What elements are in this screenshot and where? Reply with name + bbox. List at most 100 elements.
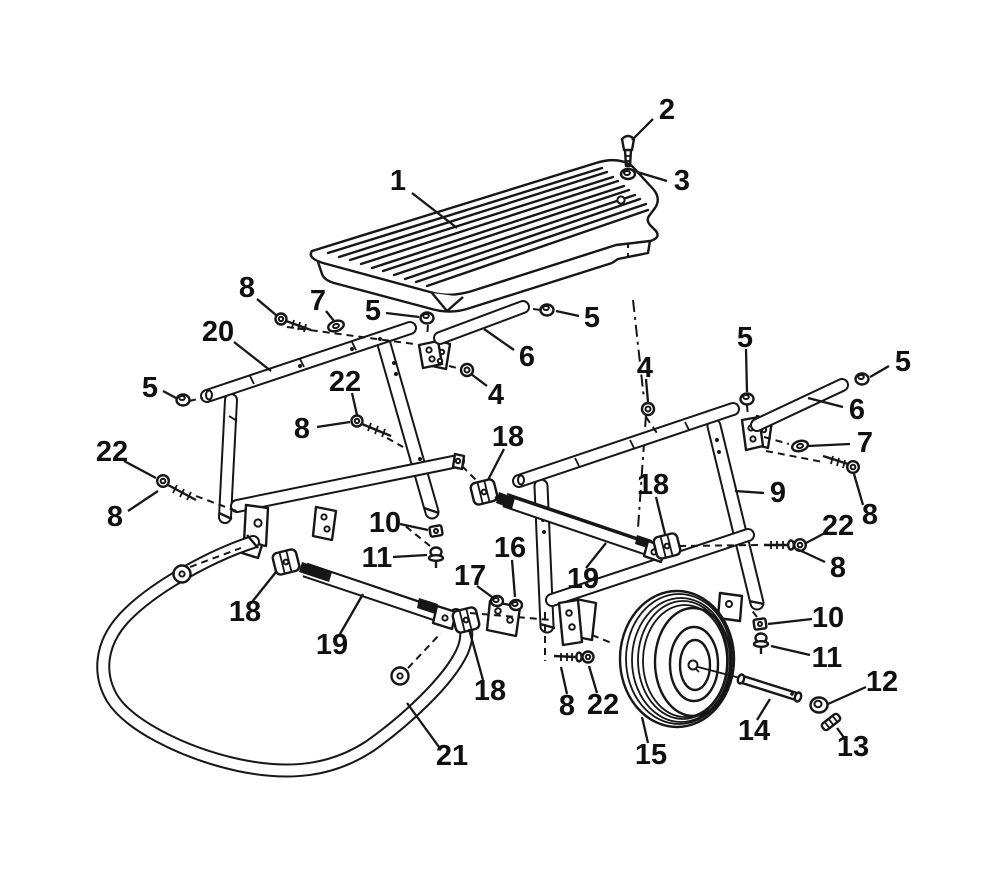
part-callout-18: 18: [637, 469, 669, 501]
leader-line-part-18: [486, 448, 506, 481]
flange-nut-16: [508, 598, 524, 612]
cap-nut-5-d: [739, 392, 755, 406]
part-callout-13: 13: [837, 731, 869, 763]
leader-line-part-5: [744, 348, 749, 393]
crossbar-19-left: [299, 562, 458, 631]
flange-nut-3: [619, 167, 637, 181]
part-callout-14: 14: [738, 715, 770, 747]
leader-line-part-19: [585, 542, 607, 569]
screw-11-left: [427, 546, 445, 568]
leader-line-part-5: [162, 389, 177, 400]
leader-line-part-17: [476, 585, 493, 598]
part-callout-5: 5: [584, 302, 600, 334]
wheel-bracket: [557, 597, 598, 647]
part-callout-18: 18: [229, 596, 261, 628]
push-nut-7-right: [790, 439, 810, 453]
assembly-dashed-lines: [188, 308, 824, 669]
handle-loop-21: [96, 534, 474, 778]
part-callout-11: 11: [812, 642, 843, 674]
bolt-22-far-left: [155, 474, 197, 502]
leader-line-part-8: [559, 666, 569, 695]
part-callout-9: 9: [770, 477, 786, 509]
rail-end-opening: [205, 389, 213, 401]
leader-line-part-8: [316, 420, 351, 429]
latch-plate: [311, 505, 338, 542]
tray-part-1: [309, 158, 659, 313]
crossbar-19-right: [496, 492, 667, 564]
leader-line-part-22: [587, 665, 599, 694]
leader-line-part-5: [869, 365, 890, 378]
leader-line-part-8: [852, 473, 865, 506]
hex-nut-4-right: [640, 401, 656, 417]
leader-line-part-7: [325, 310, 335, 322]
leader-line-part-16: [510, 559, 517, 598]
leader-line-part-3: [636, 170, 668, 183]
cotter-pin-13: [820, 712, 842, 732]
right-foot-bracket: [716, 591, 744, 623]
tray-mount-hole: [616, 195, 626, 205]
leader-line-part-4: [644, 378, 650, 403]
screw-8-right: [822, 454, 861, 475]
part-callout-3: 3: [674, 165, 690, 197]
mount-screw-2: [620, 134, 636, 168]
part-callout-6: 6: [849, 394, 865, 426]
part-callout-2: 2: [659, 94, 675, 126]
cap-nut-5-a: [419, 311, 435, 325]
left-frame-assembly-20: [200, 321, 466, 560]
leader-line-part-8: [796, 547, 826, 564]
leader-line-part-12: [827, 685, 867, 706]
leader-line-part-14: [756, 698, 771, 721]
leader-line-part-15: [640, 716, 650, 744]
push-nut-7-left: [327, 319, 345, 333]
isolator-block-18-c: [271, 548, 301, 576]
leader-line-part-8: [256, 298, 277, 316]
part-callout-22: 22: [587, 689, 619, 721]
leader-line-part-7: [807, 442, 851, 448]
part-callout-19: 19: [567, 563, 599, 595]
leader-line-part-11: [392, 553, 428, 559]
part-callout-20: 20: [202, 316, 234, 348]
leader-line-part-4: [470, 373, 488, 387]
cap-nut-5-b: [539, 303, 555, 317]
square-nut-10-left: [428, 524, 444, 538]
screw-8-upper-left: [274, 312, 312, 333]
part-callout-8: 8: [830, 552, 846, 584]
screw-11-right: [752, 632, 770, 654]
part-callout-5: 5: [895, 346, 911, 378]
leader-line-part-21: [406, 702, 440, 748]
square-nut-10-right: [752, 617, 768, 631]
part-callout-18: 18: [492, 421, 524, 453]
loop-tab-rear: [390, 666, 410, 686]
part-callout-22: 22: [822, 510, 854, 542]
part-callout-16: 16: [494, 532, 526, 564]
part-callout-8: 8: [862, 499, 878, 531]
bolt-22-left-frame: [350, 414, 392, 438]
leader-line-part-5: [385, 311, 420, 319]
bolt-8-bottom-center: [553, 650, 595, 664]
handle-tube-6-left: [433, 300, 530, 345]
leader-line-part-22: [123, 459, 157, 480]
isolator-block-18-a: [469, 478, 499, 506]
hex-nut-4-left: [459, 362, 475, 378]
part-callout-17: 17: [454, 560, 486, 592]
cap-nut-5-c: [175, 393, 191, 407]
leader-line-part-9: [734, 489, 765, 495]
part-callout-19: 19: [316, 629, 348, 661]
part-callout-5: 5: [365, 295, 381, 327]
leader-line-part-13: [836, 727, 846, 740]
loop-tab-front: [172, 564, 192, 584]
part-callout-5: 5: [737, 322, 753, 354]
axle-14: [697, 666, 803, 703]
part-callout-8: 8: [559, 690, 575, 722]
isolator-block-18-b: [652, 532, 682, 560]
handle-tube-6-right: [750, 378, 849, 432]
leader-line-part-19: [339, 593, 364, 635]
part-callout-7: 7: [857, 427, 873, 459]
part-callout-22: 22: [329, 366, 361, 398]
right-frame-assembly-9: [485, 402, 774, 647]
part-callout-6: 6: [519, 341, 535, 373]
part-callout-11: 11: [362, 542, 393, 574]
part-callout-10: 10: [369, 507, 401, 539]
